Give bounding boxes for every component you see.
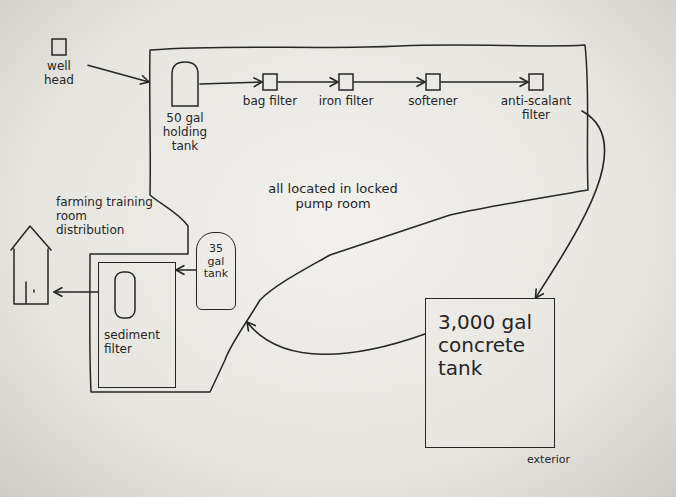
equipment-label: iron filter <box>318 95 374 109</box>
arrow-head <box>417 78 425 87</box>
filter-label: sediment filter <box>104 329 170 357</box>
equipment-icon <box>528 73 544 91</box>
arrow-head <box>140 76 149 84</box>
arrow-head <box>54 288 62 297</box>
concrete-tank: 3,000 gal concrete tankexterior <box>425 298 555 448</box>
connector-arrow <box>88 65 149 84</box>
connector-line <box>354 81 425 83</box>
equipment-item: well head <box>32 38 86 88</box>
arrow-head <box>330 78 338 87</box>
equipment-icon <box>262 73 278 91</box>
building-label: farming training room distribution <box>56 196 154 237</box>
connector-line <box>200 82 262 84</box>
arrow-head <box>536 289 544 298</box>
tank-label: 35 gal tank <box>199 243 233 281</box>
arrow-head <box>520 78 528 87</box>
arrow-head <box>254 78 262 87</box>
equipment-label: well head <box>32 60 86 88</box>
connector-line <box>441 81 528 83</box>
room-note: all located in locked pump room <box>258 182 408 212</box>
equipment-icon <box>338 73 354 91</box>
equipment-label: 50 gal holding tank <box>156 112 214 153</box>
connector-line <box>278 81 338 83</box>
connector-arrow <box>536 111 605 298</box>
arrow-head <box>176 266 184 275</box>
sediment-filter: sediment filter <box>98 262 176 388</box>
connector-line <box>54 291 98 293</box>
holding-tank: 50 gal holding tank <box>156 60 214 153</box>
equipment-label: anti-scalant filter <box>492 95 580 123</box>
tank-icon <box>170 60 200 108</box>
connector-line <box>247 322 425 354</box>
equipment-icon <box>51 38 67 56</box>
equipment-label: softener <box>398 95 468 109</box>
connector-arrow <box>54 288 98 297</box>
building: farming training room distribution <box>6 196 156 308</box>
equipment-icon <box>425 73 441 91</box>
pressure-tank: 35 gal tank <box>196 232 236 310</box>
house-icon <box>8 222 54 306</box>
equipment-item: iron filter <box>318 73 374 109</box>
connector-line <box>88 65 149 82</box>
equipment-label: bag filter <box>240 95 300 109</box>
connector-arrow <box>278 78 338 87</box>
connector-line <box>536 111 605 298</box>
connector-arrow <box>176 266 196 275</box>
equipment-item: bag filter <box>240 73 300 109</box>
connector-arrow <box>200 78 262 87</box>
connector-arrow <box>354 78 425 87</box>
arrow-head <box>247 322 255 331</box>
location-note: exterior <box>527 454 570 467</box>
connector-line <box>176 269 196 271</box>
connector-arrow <box>247 322 425 354</box>
equipment-item: softener <box>398 73 468 109</box>
connector-arrow <box>441 78 528 87</box>
tank-label: 3,000 gal concrete tank <box>438 311 542 380</box>
equipment-item: anti-scalant filter <box>492 73 580 123</box>
filter-cartridge <box>114 271 136 319</box>
